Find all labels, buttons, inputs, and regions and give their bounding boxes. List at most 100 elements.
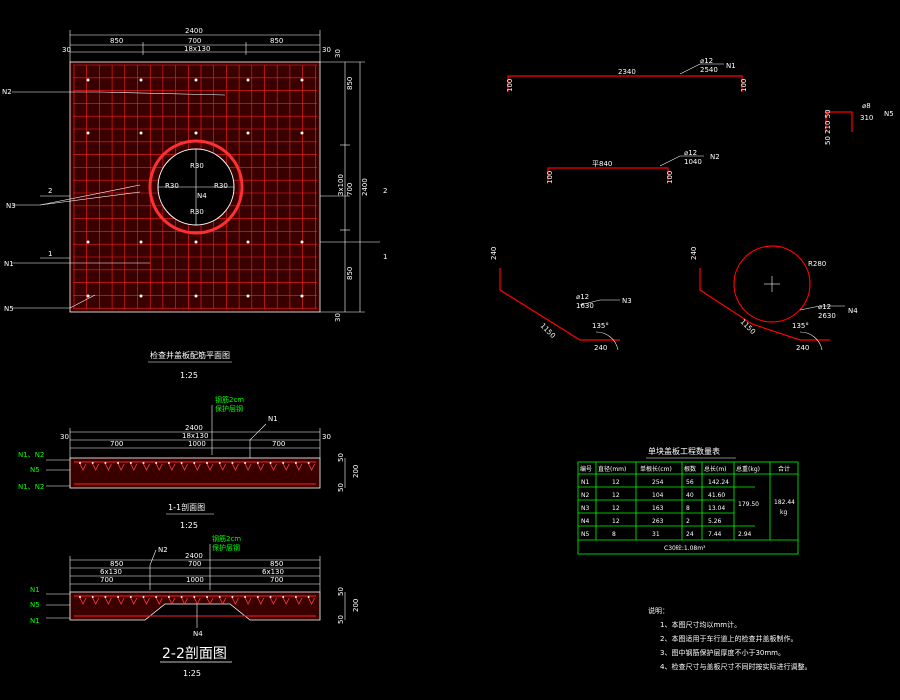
rebar-tie-mark [105, 463, 112, 471]
plan-rdim-top: 30 [334, 49, 342, 58]
hole-dim-right: R30 [214, 182, 228, 190]
s2-rdim-2: 50 [337, 615, 345, 624]
plan-dim-edge-left: 30 [62, 46, 71, 54]
n4-ang: 135° [792, 322, 809, 330]
note-4: 4、检查尺寸与盖板尺寸不同时按实际进行调整。 [660, 662, 811, 671]
rebar-intersection-dot [246, 294, 250, 298]
rebar-dot [104, 596, 107, 598]
weight-8: 2.94 [738, 531, 752, 538]
table-cell: N3 [581, 505, 589, 512]
rebar-dot [307, 596, 310, 598]
s1-title: 1-1剖面图 [168, 502, 205, 512]
rebar-intersection-dot [300, 131, 304, 135]
rebar-intersection-dot [86, 131, 90, 135]
s1-note: 钢筋2cm [215, 395, 244, 404]
rebar-tie-mark [155, 597, 163, 605]
table-cell: 56 [686, 479, 694, 486]
rebar-dot [79, 462, 81, 464]
plan-right-dims [320, 61, 365, 313]
bar-n4-shape [699, 268, 830, 341]
plan-rdim-d3: 700 [346, 183, 354, 196]
table-cell: 24 [686, 531, 694, 538]
s2-label-top: N1 [30, 586, 40, 594]
table-cell: 254 [652, 479, 664, 486]
n3-label: N3 [622, 297, 632, 305]
table-cell: 12 [612, 492, 620, 499]
table-cell: 163 [652, 505, 664, 512]
plan-label-n5: N5 [4, 305, 14, 313]
rebar-dot [231, 596, 234, 598]
s1-dim-b: 1000 [188, 440, 206, 448]
s2-dim-c: 850 [270, 560, 283, 568]
table-cell: 7.44 [708, 531, 722, 538]
rebar-dot [193, 596, 196, 598]
plan-label-n2: N2 [2, 88, 12, 96]
s1-leaders [46, 458, 346, 488]
rebar-dot [256, 462, 259, 464]
plan-section-2-right: 2 [383, 187, 387, 195]
s2-dim-lines [69, 556, 321, 592]
s1-dim-c: 700 [272, 440, 285, 448]
table-cell: N1 [581, 479, 589, 486]
plan-dim-mid: 700 [188, 37, 201, 45]
hole-dim-down: R30 [190, 208, 204, 216]
s1-rdim-2: 50 [337, 483, 345, 492]
rebar-tie-mark [295, 463, 303, 471]
plan-scale: 1:25 [180, 371, 198, 380]
rebar-tie-mark [257, 597, 265, 605]
n3-dia: ⌀12 [576, 293, 589, 301]
n5-dia: ⌀8 [862, 102, 871, 110]
s2-slab [69, 591, 321, 621]
table-cell: 263 [652, 518, 664, 525]
s2-dim-b: 700 [188, 560, 201, 568]
rebar-dot [129, 462, 132, 464]
rebar-dot [91, 596, 94, 598]
th-3: 根数 [684, 465, 696, 473]
bar-n3-shape [499, 268, 620, 341]
table-cell: 41.60 [708, 492, 725, 499]
rebar-dot [117, 462, 120, 464]
rebar-dot [282, 596, 285, 598]
n2-label: N2 [710, 153, 720, 161]
th-4: 总长(m) [704, 465, 727, 473]
plan-leaders [12, 91, 380, 309]
n3-c: 240 [594, 344, 607, 352]
s1-dim-spacing: 18x130 [182, 432, 208, 440]
rebar-dot [244, 596, 247, 598]
plan-section-1-left: 1 [48, 250, 52, 258]
n5-label: N5 [884, 110, 894, 118]
th-1: 直径(mm) [598, 465, 626, 473]
plan-title: 检查井盖板配筋平面图 [150, 350, 230, 360]
bar-leaders [579, 63, 845, 351]
rebar-intersection-dot [246, 131, 250, 135]
n3-a: 240 [490, 247, 498, 260]
rebar-tie-mark [282, 597, 290, 605]
rebar-tie-mark [143, 597, 150, 605]
rebar-tie-mark [92, 597, 100, 605]
notes: 说明： 1、本图尺寸均以mm计。 2、本图适用于车行道上的检查井盖板制作。 3、… [648, 606, 811, 671]
s2-n2-top: N2 [158, 546, 168, 554]
n1-dia: ⌀12 [700, 57, 713, 65]
rebar-dot [218, 596, 221, 598]
rebar-tie-mark [130, 463, 138, 471]
table-cell: N4 [581, 518, 589, 525]
table-cell: 12 [612, 518, 620, 525]
rebar-dot [129, 596, 132, 598]
rebar-dot [294, 596, 297, 598]
hole-dim-left: R30 [165, 182, 179, 190]
rebar-intersection-dot [139, 131, 143, 135]
s2-title: 2-2剖面图 [162, 646, 227, 662]
rebar-intersection-dot [139, 78, 143, 82]
s2-note2: 保护层钢 [212, 543, 240, 552]
bar-n5-shape [825, 111, 853, 132]
s1-dim-e2: 30 [322, 433, 331, 441]
s2-dim-f: 700 [270, 576, 283, 584]
rebar-tie-mark [244, 597, 252, 605]
rebar-tie-mark [130, 597, 138, 605]
rebar-intersection-dot [86, 294, 90, 298]
plan-dim-edge-right: 30 [322, 46, 331, 54]
th-5: 总重(kg) [736, 465, 760, 473]
rebar-tie-mark [105, 597, 112, 605]
n4-c: 240 [796, 344, 809, 352]
